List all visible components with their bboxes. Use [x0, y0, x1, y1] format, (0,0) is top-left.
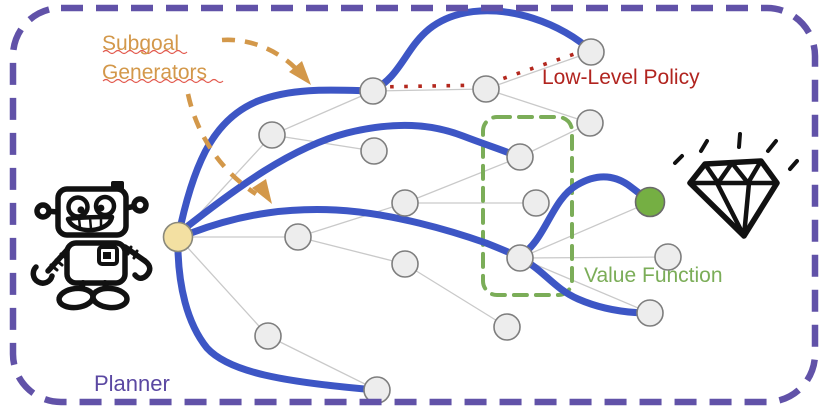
- spellcheck-squiggle: [102, 78, 224, 84]
- graph-node: [636, 299, 664, 327]
- graph-edge: [297, 202, 406, 238]
- graph-edge: [297, 236, 406, 265]
- graph-node: [391, 189, 419, 217]
- graph-node: [360, 137, 388, 165]
- graph-node: [359, 77, 387, 105]
- spellcheck-squiggle: [102, 49, 188, 55]
- graph-node: [254, 322, 282, 350]
- plan-path: [516, 173, 654, 260]
- planner-border: [9, 4, 819, 406]
- graph-edge: [485, 51, 592, 90]
- graph-node: [391, 250, 419, 278]
- graph-edge: [404, 156, 521, 204]
- graph-edge: [519, 256, 669, 259]
- graph-node: [472, 75, 500, 103]
- low-level-policy-edge: [489, 47, 590, 85]
- graph-node: [258, 121, 286, 149]
- value-function-box: [481, 115, 574, 297]
- graph-node: [506, 143, 534, 171]
- subgoal-arrow: [221, 37, 303, 76]
- diamond-icon: [673, 132, 799, 239]
- plan-path: [516, 254, 654, 317]
- graph-node: [577, 38, 605, 66]
- plan-path: [187, 206, 523, 261]
- value-function-label: Value Function: [584, 264, 723, 287]
- graph-edge: [404, 263, 508, 328]
- graph-node: [522, 189, 550, 217]
- start-node: [162, 221, 194, 253]
- graph-node: [654, 243, 682, 271]
- low-level-policy-label: Low-Level Policy: [542, 66, 700, 89]
- plan-path: [174, 247, 380, 394]
- planner-label: Planner: [94, 371, 170, 396]
- subgoal-generators-label-line1: Subgoal: [102, 32, 180, 55]
- graph-edge: [177, 236, 269, 337]
- plan-path: [180, 121, 523, 233]
- graph-edge: [519, 257, 651, 314]
- graph-edge: [519, 201, 651, 259]
- graph-edge: [271, 90, 374, 136]
- graph-node: [284, 223, 312, 251]
- robot-icon: [30, 181, 153, 311]
- subgoal-generators-label: Subgoal Generators: [102, 29, 207, 87]
- goal-node: [634, 186, 666, 218]
- graph-edge: [372, 88, 487, 92]
- subgoal-arrowhead: [289, 61, 311, 85]
- graph-edge: [485, 88, 591, 124]
- graph-node: [576, 109, 604, 137]
- graph-node: [493, 313, 521, 341]
- subgoal-generators-label-line2: Generators: [102, 61, 208, 84]
- graph-node: [506, 244, 534, 272]
- graph-edge: [267, 335, 378, 391]
- subgoal-arrowhead: [252, 179, 272, 204]
- low-level-policy-edge: [375, 83, 487, 89]
